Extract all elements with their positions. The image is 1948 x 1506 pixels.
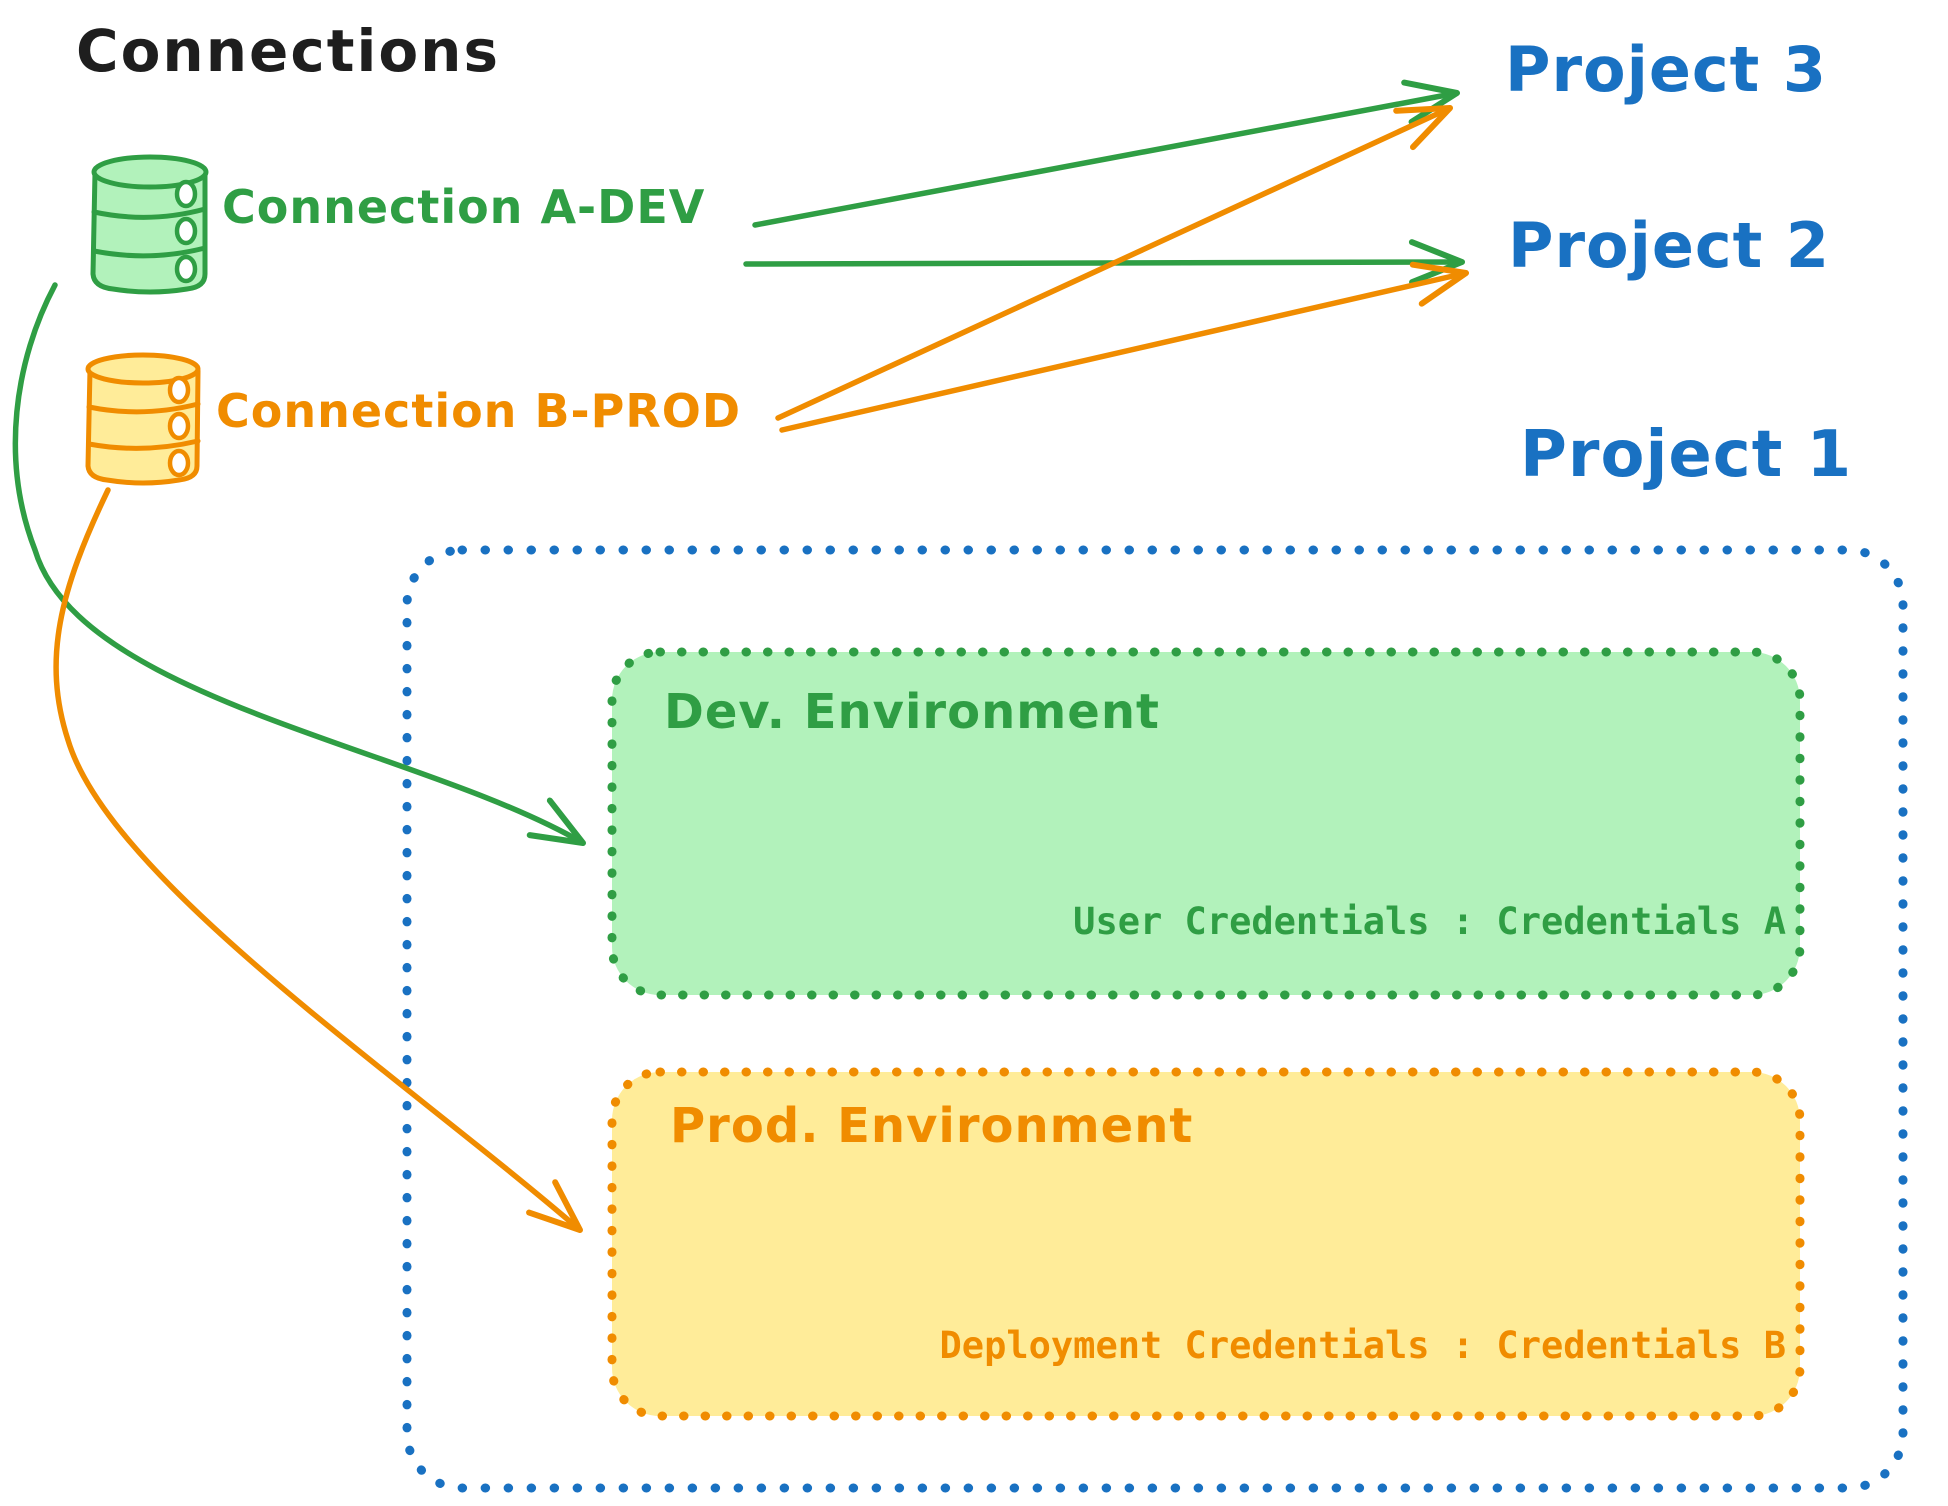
database-cylinder-icon-b-prod: [85, 352, 201, 486]
project-1-label: Project 1: [1520, 418, 1853, 492]
dev-environment-credentials-text: User Credentials : Credentials A: [1073, 900, 1786, 943]
prod-environment-credentials-text: Deployment Credentials : Credentials B: [939, 1324, 1786, 1367]
project-3-label: Project 3: [1505, 33, 1828, 106]
arrow-a-dev-to-project3: [752, 79, 1460, 228]
arrow-b-prod-to-project3: [775, 105, 1453, 421]
project-2-label: Project 2: [1508, 209, 1831, 282]
dev-environment-label: Dev. Environment: [664, 684, 1160, 740]
diagram-title: Connections: [76, 17, 500, 85]
prod-environment-label: Prod. Environment: [670, 1098, 1194, 1154]
arrow-b-prod-to-project2: [779, 261, 1469, 433]
connection-b-prod-label: Connection B-PROD: [216, 384, 742, 438]
arrow-a-dev-to-dev-environment: [12, 282, 586, 846]
project1-boundary-box: [402, 545, 1908, 1493]
database-cylinder-icon-a-dev: [90, 154, 209, 295]
prod-environment-box: [607, 1067, 1805, 1421]
arrow-b-prod-to-prod-environment: [53, 487, 583, 1233]
connection-a-dev-label: Connection A-DEV: [222, 180, 706, 234]
dev-environment-box: [607, 647, 1805, 1000]
arrow-a-dev-to-project2: [743, 239, 1465, 286]
